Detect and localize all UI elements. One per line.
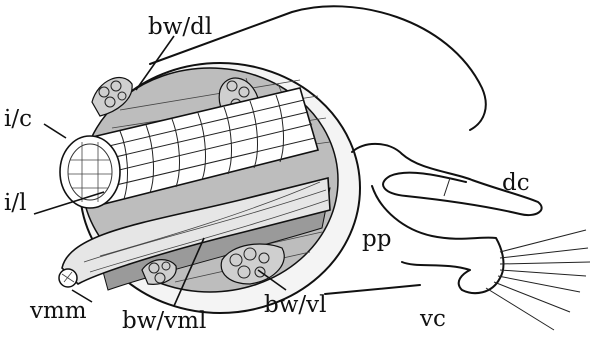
label-pp: pp — [362, 226, 391, 252]
label-i-c: i/c — [4, 106, 32, 132]
label-dc: dc — [502, 170, 530, 196]
setae — [486, 230, 590, 330]
leader-i-c — [44, 124, 66, 138]
ventral-appendage-outline — [372, 186, 503, 293]
label-vmm: vmm — [29, 298, 87, 324]
label-i-l: i/l — [4, 190, 26, 216]
label-vc: vc — [419, 306, 446, 332]
label-bw-vml: bw/vml — [122, 308, 206, 334]
label-bw-vl: bw/vl — [264, 292, 327, 318]
label-bw-dl: bw/dl — [148, 14, 212, 40]
